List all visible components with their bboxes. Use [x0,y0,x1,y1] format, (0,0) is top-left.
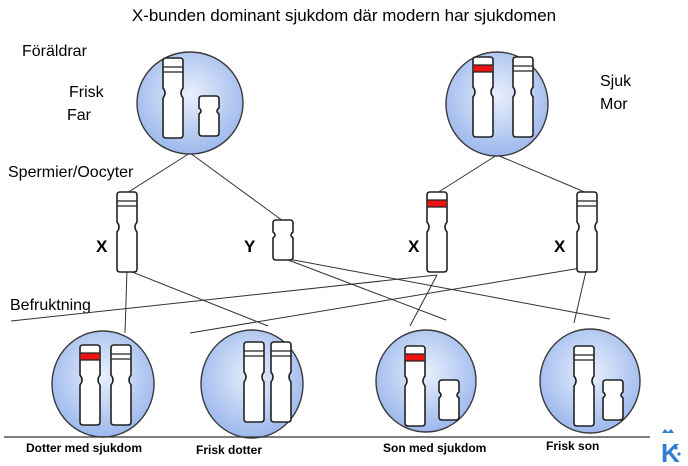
mother-cell [445,51,549,157]
father-x-chromosome [162,57,184,139]
son-healthy-caption: Frisk son [546,439,600,453]
parents-label: Föräldrar [22,43,87,60]
offspring-son-healthy [539,328,641,434]
gamete-y-father [272,219,294,261]
healthy-father-label: Frisk [69,84,104,101]
logo-dot-icon [674,446,678,450]
daughter-sick-x-normal [110,344,132,426]
son-sick-x-affected [404,345,426,427]
logo-letter: K [661,438,680,466]
fertilization-label: Befruktning [10,297,91,314]
son-healthy-x [573,345,595,427]
gamete-x-father-label: X [96,237,108,256]
father-label: Far [67,107,91,124]
son-sick-caption: Son med sjukdom [383,441,487,455]
daughter-sick-caption: Dotter med sjukdom [26,441,143,455]
gamete-x-mother-normal-label: X [554,237,566,256]
offspring-daughter-sick [51,330,155,438]
logo-dot-icon [677,452,681,456]
gamete-x-mother-normal [576,191,598,273]
gamete-x-mother-affected-label: X [408,237,420,256]
parent-gamete-lines [126,152,588,222]
institution-logo: K [661,429,681,466]
gametes-label: Spermier/Oocyter [8,164,134,181]
gamete-offspring-lines [10,257,611,334]
daughter-healthy-x-2 [270,341,292,423]
sick-mother-label: Sjuk [600,73,632,90]
gamete-x-mother-affected [426,191,448,273]
daughter-sick-x-affected [79,344,101,426]
mother-label: Mor [600,96,628,113]
daughter-healthy-x-1 [243,341,265,423]
gamete-y-label: Y [244,237,256,256]
offspring-son-sick [375,329,477,433]
son-sick-y [438,379,460,421]
offspring-daughter-healthy [200,329,304,439]
gamete-x-father [116,191,138,273]
father-y-chromosome [198,95,220,137]
daughter-healthy-caption: Frisk dotter [196,443,263,457]
mother-x-chromosome-normal [512,56,534,138]
logo-crown-icon [662,429,674,433]
son-healthy-y [602,379,624,421]
father-cell [136,51,244,155]
diagram-title: X-bunden dominant sjukdom där modern har… [131,6,557,25]
mother-x-chromosome-affected [472,56,494,138]
